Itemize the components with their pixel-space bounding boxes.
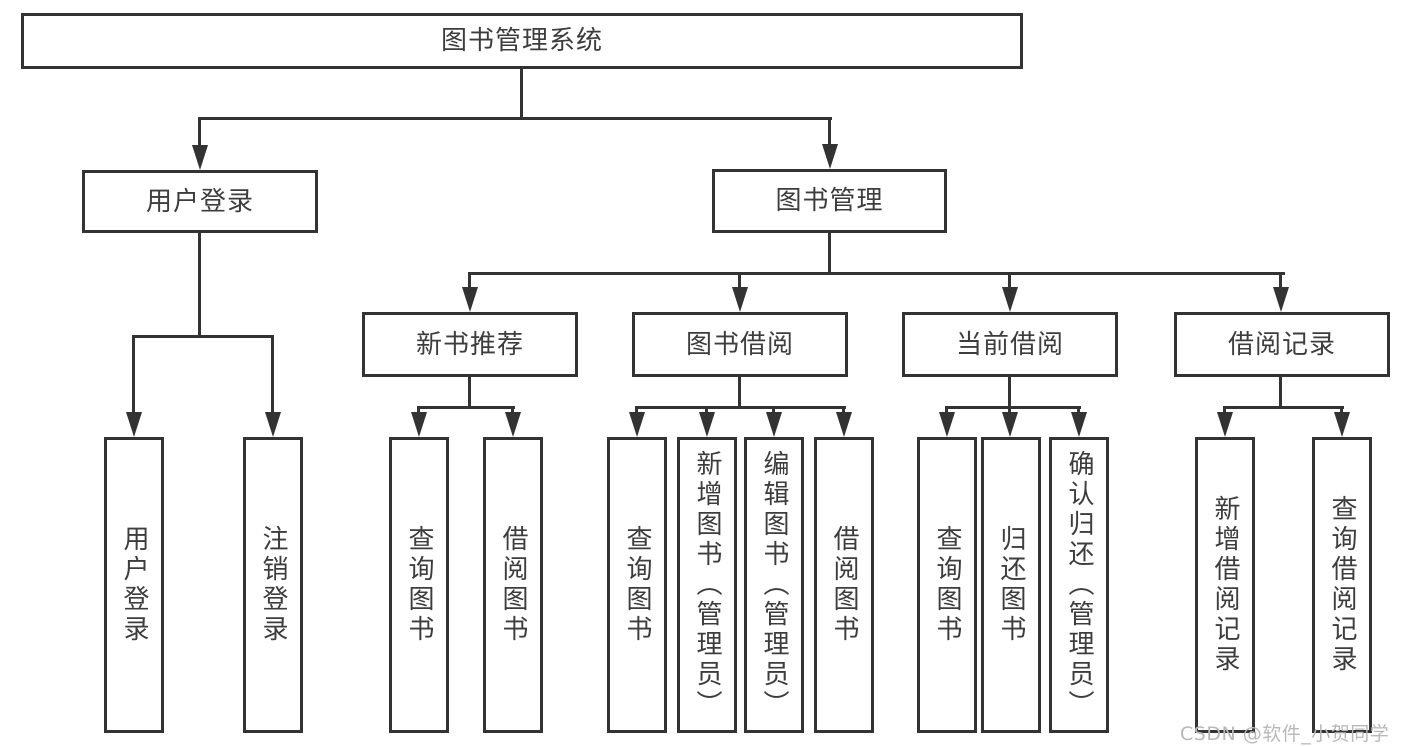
connector-line (1008, 272, 1011, 289)
arrowhead-icon (1002, 412, 1018, 437)
connector-line (842, 406, 845, 416)
node-current-borrow: 当前借阅 (902, 312, 1118, 377)
connector-line (738, 377, 741, 409)
connector-line (132, 335, 135, 414)
node-user-login-label: 用户登录 (145, 186, 254, 217)
connector-line (945, 406, 1081, 409)
leaf-query-books-2-label: 查询图书 (622, 525, 652, 645)
leaf-query-borrow-record: 查询借阅记录 (1312, 437, 1372, 733)
connector-line (417, 406, 515, 409)
connector-line (828, 233, 831, 275)
connector-line (198, 117, 201, 146)
arrowhead-icon (462, 287, 478, 312)
arrowhead-icon (126, 412, 142, 437)
arrowhead-icon (265, 412, 281, 437)
node-current-borrow-label: 当前借阅 (955, 329, 1064, 360)
connector-line (705, 406, 708, 416)
connector-line (511, 406, 514, 416)
leaf-confirm-return-admin-label: 确认归还（管理员） (1064, 450, 1094, 720)
node-borrow-records-label: 借阅记录 (1227, 329, 1336, 360)
leaf-user-login: 用户登录 (104, 437, 164, 733)
node-new-book-recommend-label: 新书推荐 (415, 329, 524, 360)
arrowhead-icon (629, 412, 645, 437)
arrowhead-icon (732, 287, 748, 312)
leaf-borrow-books-1: 借阅图书 (483, 437, 543, 733)
connector-line (417, 406, 420, 416)
arrowhead-icon (505, 412, 521, 437)
connector-line (198, 233, 201, 338)
connector-line (1008, 377, 1011, 409)
connector-line (468, 377, 471, 409)
arrowhead-icon (766, 412, 782, 437)
leaf-add-borrow-record: 新增借阅记录 (1195, 437, 1255, 733)
node-borrow-records: 借阅记录 (1174, 312, 1390, 377)
node-root-label: 图书管理系统 (440, 26, 603, 56)
arrowhead-icon (1334, 412, 1350, 437)
leaf-confirm-return-admin: 确认归还（管理员） (1049, 437, 1109, 733)
arrowhead-icon (699, 412, 715, 437)
csdn-watermark: CSDN @软件_小贺同学 (1180, 723, 1390, 745)
arrowhead-icon (822, 144, 838, 169)
connector-line (635, 406, 846, 409)
connector-line (828, 117, 831, 145)
arrowhead-icon (1273, 287, 1289, 312)
connector-line (945, 406, 948, 416)
node-book-management: 图书管理 (712, 169, 947, 233)
leaf-query-books-1: 查询图书 (389, 437, 449, 733)
leaf-add-books-admin-label: 新增图书（管理员） (692, 450, 722, 720)
connector-line (738, 272, 741, 289)
leaf-query-books-1-label: 查询图书 (404, 525, 434, 645)
leaf-borrow-books-2: 借阅图书 (814, 437, 874, 733)
leaf-edit-books-admin: 编辑图书（管理员） (744, 437, 804, 733)
leaf-add-borrow-record-label: 新增借阅记录 (1210, 495, 1240, 675)
connector-line (1223, 406, 1344, 409)
node-book-management-label: 图书管理 (775, 186, 884, 216)
connector-line (1223, 406, 1226, 416)
leaf-return-books-label: 归还图书 (996, 525, 1026, 645)
leaf-query-borrow-record-label: 查询借阅记录 (1327, 495, 1357, 675)
connector-line (1077, 406, 1080, 416)
connector-line (1279, 272, 1282, 289)
connector-line (132, 335, 274, 338)
leaf-borrow-books-1-label: 借阅图书 (498, 525, 528, 645)
connector-line (198, 117, 832, 120)
connector-line (772, 406, 775, 416)
connector-line (1008, 406, 1011, 416)
arrowhead-icon (1071, 412, 1087, 437)
connector-line (468, 272, 1285, 275)
leaf-query-books-3: 查询图书 (917, 437, 977, 733)
node-root: 图书管理系统 (21, 13, 1023, 69)
connector-line (1279, 377, 1282, 409)
connector-line (520, 69, 523, 120)
connector-line (271, 335, 274, 414)
leaf-query-books-3-label: 查询图书 (932, 525, 962, 645)
arrowhead-icon (1002, 287, 1018, 312)
leaf-add-books-admin: 新增图书（管理员） (677, 437, 737, 733)
node-user-login: 用户登录 (82, 170, 318, 233)
arrowhead-icon (836, 412, 852, 437)
leaf-logout-label: 注销登录 (258, 525, 288, 645)
node-book-borrow-label: 图书借阅 (685, 329, 794, 360)
leaf-query-books-2: 查询图书 (607, 437, 667, 733)
leaf-borrow-books-2-label: 借阅图书 (829, 525, 859, 645)
arrowhead-icon (192, 145, 208, 170)
node-new-book-recommend: 新书推荐 (362, 312, 578, 377)
leaf-edit-books-admin-label: 编辑图书（管理员） (759, 450, 789, 720)
leaf-logout: 注销登录 (243, 437, 303, 733)
connector-line (468, 272, 471, 289)
connector-line (1340, 406, 1343, 416)
arrowhead-icon (939, 412, 955, 437)
arrowhead-icon (411, 412, 427, 437)
arrowhead-icon (1217, 412, 1233, 437)
node-book-borrow: 图书借阅 (632, 312, 848, 377)
leaf-user-login-label: 用户登录 (119, 525, 149, 645)
leaf-return-books: 归还图书 (981, 437, 1041, 733)
connector-line (635, 406, 638, 416)
